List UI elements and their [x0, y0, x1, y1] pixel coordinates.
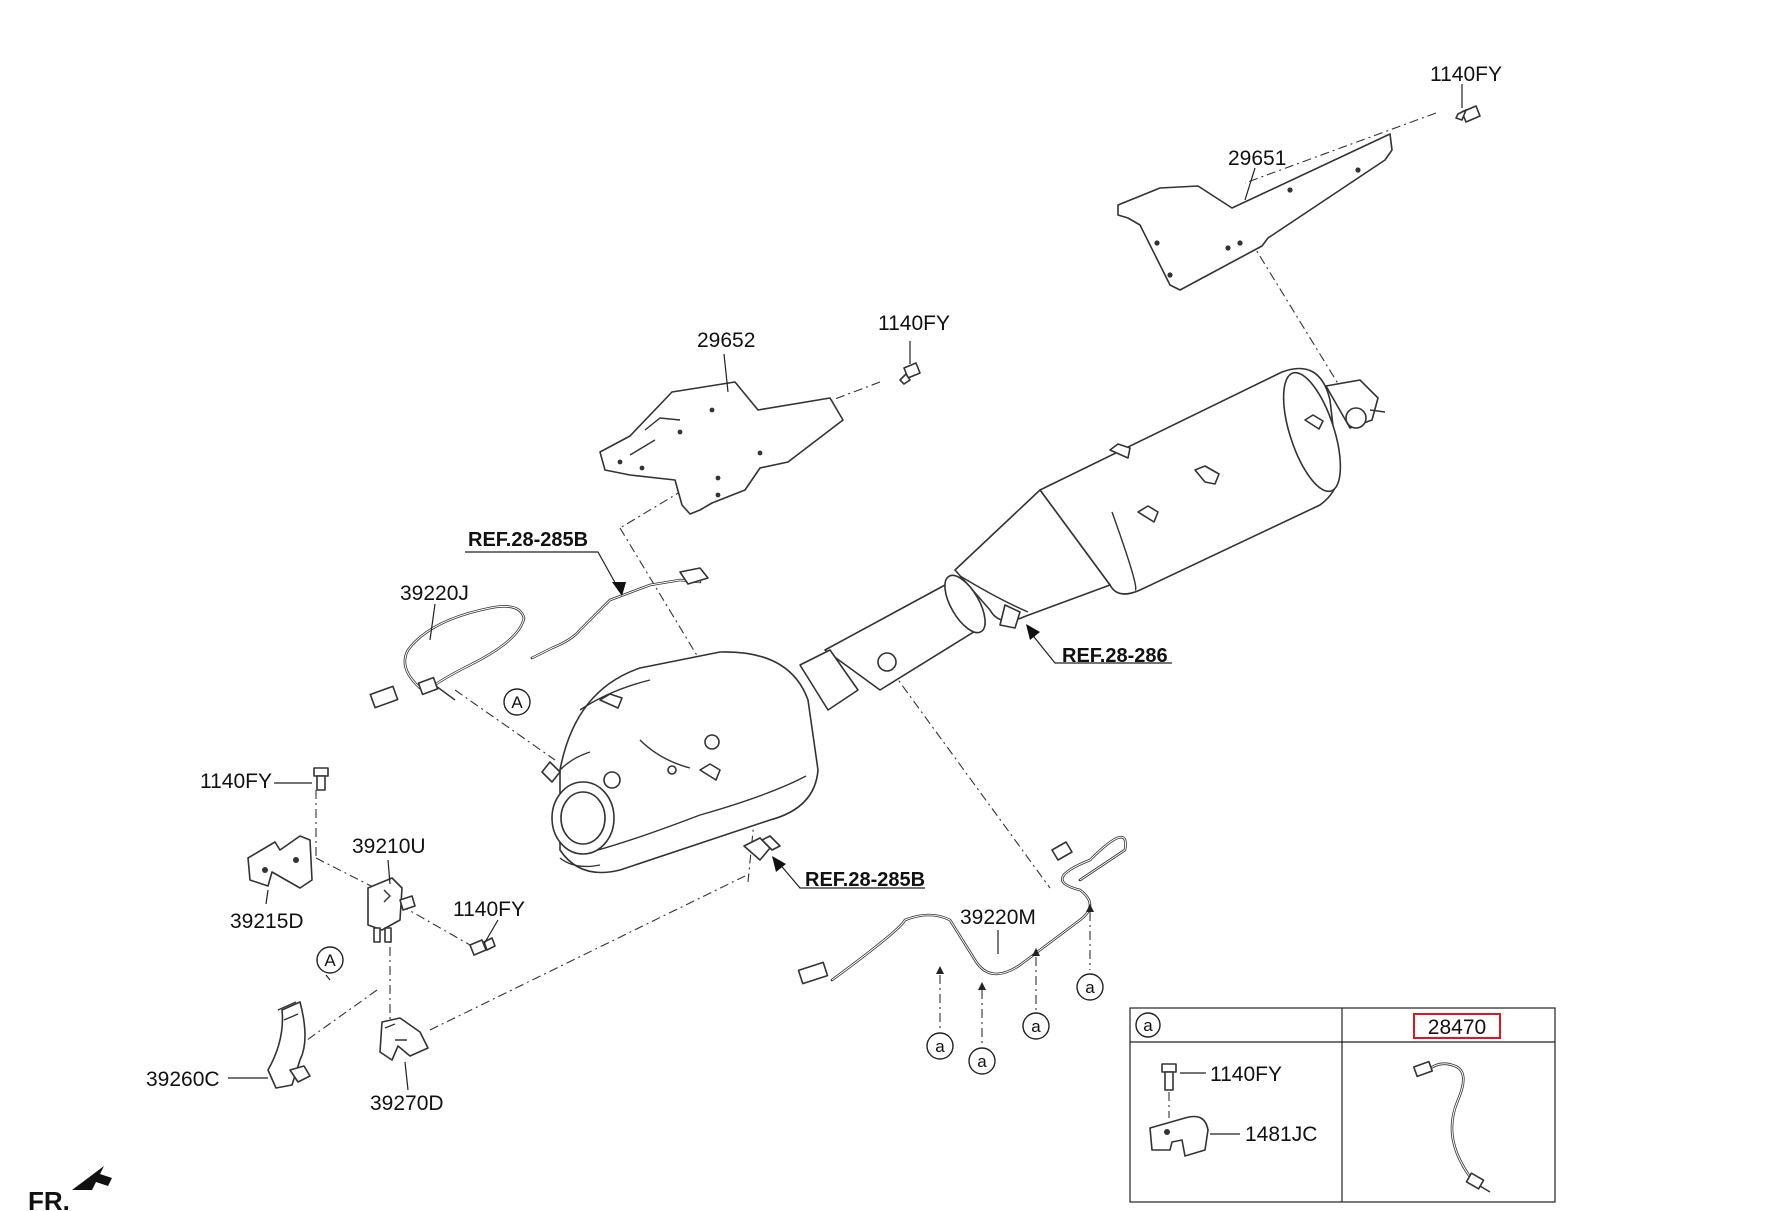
label-bolt-lower: 1140FY: [453, 898, 525, 921]
heat-shield-bracket-29652: [599, 381, 844, 515]
label-ref-bottom: REF.28-285B: [805, 869, 925, 891]
front-arrow-icon: [72, 1166, 112, 1190]
callout-a-4-text: a: [1085, 978, 1095, 997]
label-ref-right: REF.28-286: [1062, 645, 1168, 667]
heat-shield-bracket-29651: [1117, 133, 1393, 291]
callout-a-2-text: a: [977, 1052, 987, 1071]
label-bolt-mid: 1140FY: [878, 312, 950, 335]
callout-a-2: a: [968, 1047, 996, 1075]
diesel-particulate-filter-assembly: [541, 367, 1386, 874]
legend-item-1481JC: 1481JC: [1245, 1123, 1317, 1146]
label-bolt-top-right: 1140FY: [1430, 63, 1502, 86]
label-hose-39270D: 39270D: [370, 1092, 444, 1115]
front-direction-marker: FR.: [28, 1166, 112, 1211]
legend-header-part: 28470: [1428, 1016, 1486, 1039]
label-sensor-39220J: 39220J: [400, 582, 469, 605]
callout-a-3-text: a: [1031, 1017, 1041, 1036]
legend-table: a 28470 1140FY 1481JC: [1129, 1007, 1556, 1203]
label-bracket-39215D: 39215D: [230, 910, 304, 933]
legend-bolt-icon: [1161, 1063, 1177, 1118]
callout-A-upper-text: A: [511, 693, 523, 712]
legend-clip-icon: [1149, 1115, 1209, 1157]
sensor-wire-39220J: [369, 605, 526, 709]
callout-A-lower: A: [316, 946, 344, 974]
label-ref-top: REF.28-285B: [468, 529, 588, 551]
bolt-mid-icon: [899, 362, 921, 385]
legend-highlight-box: [1413, 1013, 1501, 1039]
label-hose-39260C: 39260C: [146, 1068, 220, 1091]
bolt-top-right-icon: [1455, 105, 1481, 123]
label-bolt-left: 1140FY: [200, 770, 272, 793]
hose-39260C: [267, 1001, 311, 1089]
hose-39270D: [379, 1017, 429, 1061]
bolt-lower-icon: [469, 937, 496, 956]
downward-arrows: [936, 904, 1094, 990]
callout-a-1: a: [926, 1032, 954, 1060]
leader-lines: [228, 84, 1463, 1091]
label-sensor-39210U: 39210U: [352, 835, 426, 858]
label-bracket-29652: 29652: [697, 329, 755, 352]
sensor-bracket-39215D: [247, 835, 313, 889]
front-marker-label: FR.: [28, 1186, 70, 1211]
legend-header-callout: a: [1143, 1016, 1153, 1035]
legend-item-1140FY: 1140FY: [1210, 1063, 1282, 1086]
sensor-wire-39220M: [797, 835, 1127, 985]
callout-a-4: a: [1076, 973, 1104, 1001]
label-sensor-39220M: 39220M: [960, 906, 1036, 929]
callout-A-lower-text: A: [324, 951, 336, 970]
legend-sensor-icon: [1412, 1060, 1491, 1193]
callout-A-upper: A: [503, 688, 531, 716]
ref-pipe-top: [530, 567, 709, 660]
part-labels: 1140FY 29651 29652 1140FY REF.28-285B RE…: [146, 63, 1502, 1115]
ref-fitting-bottom: [743, 835, 781, 861]
bolt-left-icon: [313, 767, 329, 791]
callout-a-3: a: [1022, 1012, 1050, 1040]
label-bracket-29651: 29651: [1228, 147, 1286, 170]
pressure-sensor-39210U: [367, 877, 416, 943]
callout-a-1-text: a: [935, 1037, 945, 1056]
